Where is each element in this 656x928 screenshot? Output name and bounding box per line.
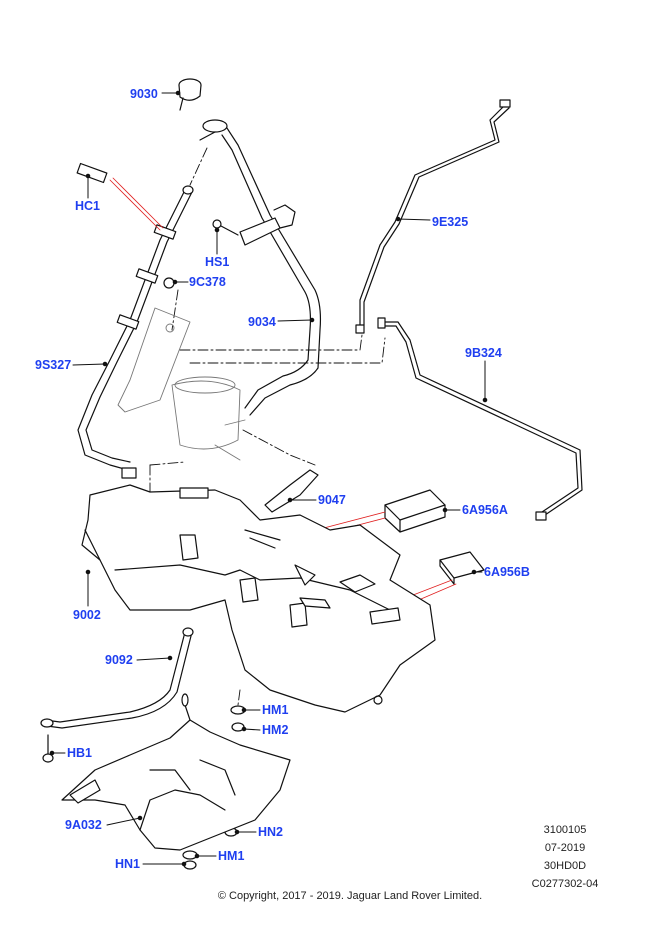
fuel-tank-part xyxy=(81,484,436,713)
hose-clip-part xyxy=(76,162,164,231)
heat-shield-part xyxy=(61,693,291,851)
copyright-notice: © Copyright, 2017 - 2019. Jaguar Land Ro… xyxy=(217,890,483,902)
fuel-feed-line-part xyxy=(355,99,511,334)
callout-hm2[interactable]: HM2 xyxy=(262,723,289,737)
vent-hose-part xyxy=(77,185,194,479)
callout-9s327[interactable]: 9S327 xyxy=(35,358,72,372)
callout-9b324[interactable]: 9B324 xyxy=(465,346,502,360)
reference-model: 30HD0D xyxy=(543,860,587,872)
callout-hs1[interactable]: HS1 xyxy=(205,255,230,269)
reference-date: 07-2019 xyxy=(544,842,586,854)
callout-hn2[interactable]: HN2 xyxy=(258,825,284,839)
callout-hb1[interactable]: HB1 xyxy=(67,746,93,760)
callout-9e325[interactable]: 9E325 xyxy=(432,215,469,229)
callout-9034[interactable]: 9034 xyxy=(248,315,276,329)
fuel-hose-part xyxy=(264,469,319,513)
leader-lines xyxy=(49,90,488,867)
callout-hn1[interactable]: HN1 xyxy=(115,857,141,871)
filler-cap-part xyxy=(178,78,202,111)
callout-9002[interactable]: 9002 xyxy=(73,608,101,622)
callout-6a956b[interactable]: 6A956B xyxy=(484,565,530,579)
callout-hc1[interactable]: HC1 xyxy=(75,199,101,213)
callout-9047[interactable]: 9047 xyxy=(318,493,346,507)
callout-9c378[interactable]: 9C378 xyxy=(189,275,226,289)
callout-9092[interactable]: 9092 xyxy=(105,653,133,667)
screw-part xyxy=(163,219,239,289)
callout-9030[interactable]: 9030 xyxy=(130,87,158,101)
fuel-pump-module-part xyxy=(117,307,246,461)
callout-hm1-bottom[interactable]: HM1 xyxy=(218,849,245,863)
fuel-return-line-part xyxy=(377,317,583,521)
callout-hm1-top[interactable]: HM1 xyxy=(262,703,289,717)
illustration-code: C0277302-04 xyxy=(531,878,599,890)
callout-9a032[interactable]: 9A032 xyxy=(65,818,102,832)
callout-6a956a[interactable]: 6A956A xyxy=(462,503,508,517)
reference-number: 3100105 xyxy=(543,824,587,836)
filler-neck-part xyxy=(199,119,322,416)
tank-strap-part xyxy=(40,627,194,729)
bolt-part xyxy=(42,734,54,763)
